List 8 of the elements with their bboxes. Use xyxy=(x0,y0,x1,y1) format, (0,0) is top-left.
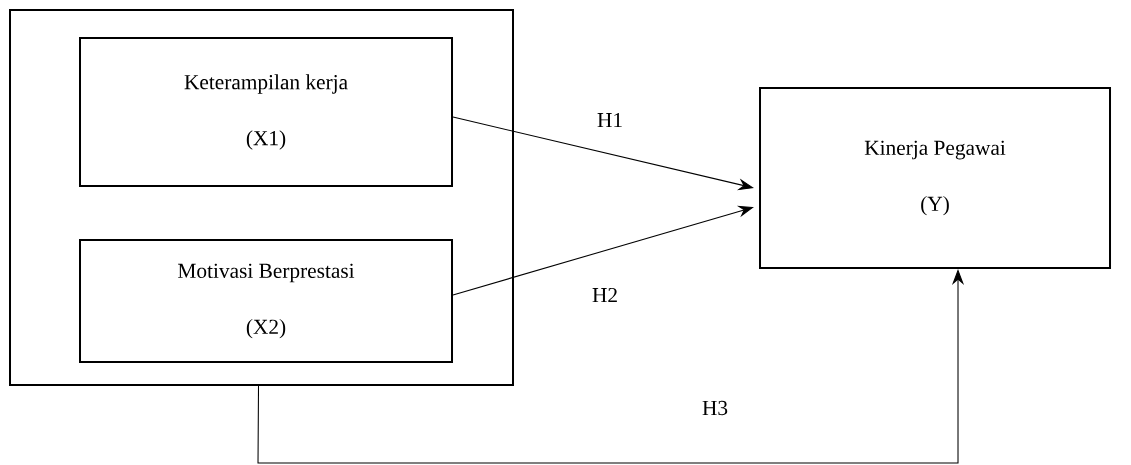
edge-label: H1 xyxy=(595,111,625,129)
arrow xyxy=(452,205,754,296)
group-box xyxy=(9,9,514,386)
edge-label: H3 xyxy=(700,399,730,417)
edge-label: H2 xyxy=(590,286,620,304)
variable-box: Motivasi Berprestasi (X2) xyxy=(79,239,453,363)
variable-box: Kinerja Pegawai (Y) xyxy=(759,87,1111,269)
variable-box: Keterampilan kerja (X1) xyxy=(79,37,453,187)
